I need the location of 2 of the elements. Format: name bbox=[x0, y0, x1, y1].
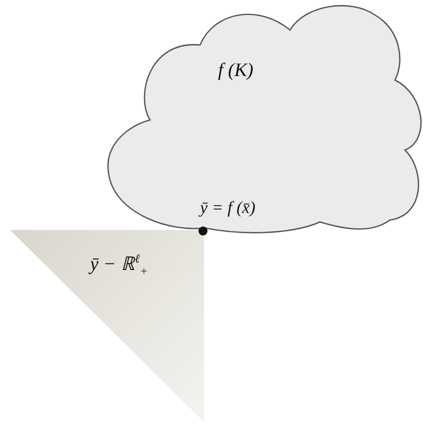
point-label: ȳ = f (x̄) bbox=[200, 198, 256, 218]
region-label: f (K) bbox=[218, 60, 254, 82]
